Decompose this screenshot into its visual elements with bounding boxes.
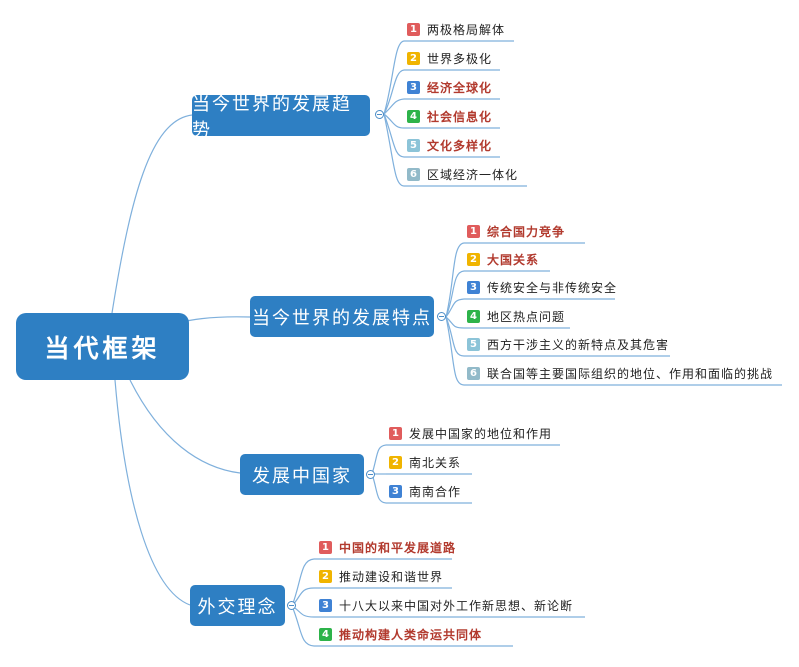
list-item: 6 联合国等主要国际组织的地位、作用和面临的挑战 [467,364,773,382]
list-item-label: 传统安全与非传统安全 [487,280,618,295]
list-item-label: 西方干涉主义的新特点及其危害 [487,337,670,352]
priority-badge-3: 3 [319,598,332,612]
branch-label: 发展中国家 [252,465,352,487]
list-item-label: 文化多样化 [427,138,493,153]
priority-badge-3: 3 [389,484,402,498]
list-item: 3 经济全球化 [407,78,492,96]
list-item: 5 西方干涉主义的新特点及其危害 [467,335,669,353]
list-item-label: 区域经济一体化 [427,167,519,182]
priority-badge-5: 5 [407,138,420,152]
priority-badge-1: 1 [467,224,480,238]
collapse-toggle-icon[interactable] [375,110,384,119]
branch-label: 当今世界的发展趋势 [192,93,352,141]
priority-badge-4: 4 [319,627,332,641]
list-item: 4 社会信息化 [407,107,492,125]
list-item: 5 文化多样化 [407,136,492,154]
priority-badge-5: 5 [467,337,480,351]
priority-badge-2: 2 [389,455,402,469]
list-item: 3 十八大以来中国对外工作新思想、新论断 [319,596,573,614]
list-item: 2 推动建设和谐世界 [319,567,443,585]
branch-node-trends[interactable]: 当今世界的发展趋势 [192,94,370,141]
list-item-label: 社会信息化 [427,109,493,124]
list-item-label: 发展中国家的地位和作用 [409,426,553,441]
list-item-label: 中国的和平发展道路 [339,540,457,555]
collapse-toggle-icon[interactable] [287,601,296,610]
list-item-label: 推动构建人类命运共同体 [339,627,483,642]
priority-badge-1: 1 [319,540,332,554]
branch-label: 外交理念 [197,596,278,618]
priority-badge-6: 6 [467,366,480,380]
priority-badge-1: 1 [407,22,420,36]
list-item-label: 大国关系 [487,252,540,267]
collapse-toggle-icon[interactable] [366,470,375,479]
priority-badge-1: 1 [389,426,402,440]
priority-badge-3: 3 [467,280,480,294]
branch-node-diplomacy[interactable]: 外交理念 [190,585,285,626]
list-item: 2 大国关系 [467,250,539,268]
priority-badge-2: 2 [407,51,420,65]
list-item: 1 两极格局解体 [407,20,505,38]
collapse-toggle-icon[interactable] [437,312,446,321]
list-item: 2 南北关系 [389,453,461,471]
list-item-label: 经济全球化 [427,80,493,95]
branch-label: 当今世界的发展特点 [252,307,432,329]
list-item: 1 中国的和平发展道路 [319,538,456,556]
list-item-label: 综合国力竞争 [487,224,566,239]
list-item-label: 推动建设和谐世界 [339,569,444,584]
priority-badge-4: 4 [407,109,420,123]
list-item: 6 区域经济一体化 [407,165,518,183]
list-item-label: 世界多极化 [427,51,493,66]
list-item-label: 联合国等主要国际组织的地位、作用和面临的挑战 [487,366,774,381]
list-item: 1 发展中国家的地位和作用 [389,424,552,442]
list-item-label: 两极格局解体 [427,22,506,37]
list-item: 1 综合国力竞争 [467,222,565,240]
list-item: 3 传统安全与非传统安全 [467,278,617,296]
list-item: 3 南南合作 [389,482,461,500]
branch-node-developing-countries[interactable]: 发展中国家 [240,454,364,495]
root-label: 当代框架 [44,333,161,363]
priority-badge-2: 2 [319,569,332,583]
priority-badge-3: 3 [407,80,420,94]
list-item-label: 十八大以来中国对外工作新思想、新论断 [339,598,574,613]
list-item: 4 推动构建人类命运共同体 [319,625,482,643]
list-item-label: 地区热点问题 [487,309,566,324]
root-node[interactable]: 当代框架 [16,313,189,380]
list-item-label: 南南合作 [409,484,462,499]
priority-badge-4: 4 [467,309,480,323]
list-item-label: 南北关系 [409,455,462,470]
list-item: 2 世界多极化 [407,49,492,67]
branch-node-features[interactable]: 当今世界的发展特点 [250,296,434,337]
priority-badge-6: 6 [407,167,420,181]
list-item: 4 地区热点问题 [467,307,565,325]
priority-badge-2: 2 [467,252,480,266]
